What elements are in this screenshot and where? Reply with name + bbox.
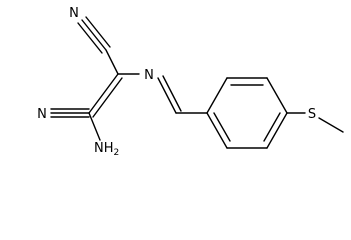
- amine-subscript: 2: [114, 148, 120, 158]
- bond-central-double: [88, 73, 123, 118]
- atom-amine-group: NH2: [94, 141, 119, 158]
- bond-imine-double: [157, 75, 182, 114]
- amine-symbol: NH: [94, 141, 114, 156]
- atom-nitrile-n-top: N: [69, 6, 79, 21]
- atom-sulfur: S: [308, 107, 316, 122]
- chemical-structure: N N N NH2 S: [37, 6, 344, 158]
- atom-nitrile-n-bottom: N: [37, 107, 47, 122]
- benzene-ring: [206, 77, 288, 149]
- bond-nitrile-bottom-triple: [50, 108, 90, 118]
- bond-c-amine: [88, 112, 101, 141]
- bond-nitrile-top-triple: [77, 16, 111, 54]
- atom-imine-n: N: [144, 68, 154, 83]
- bond-c-top-cn: [105, 49, 119, 75]
- bond-sulfur-methyl: [318, 117, 344, 133]
